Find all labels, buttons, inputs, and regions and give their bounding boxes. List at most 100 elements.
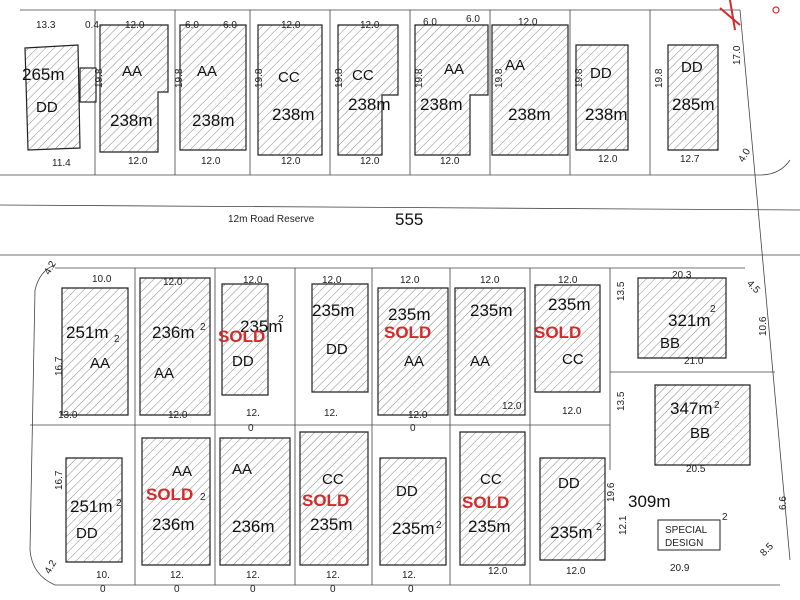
- dim: 0: [408, 584, 414, 595]
- dim: 12.: [324, 408, 338, 419]
- dim: 19.8: [94, 68, 105, 88]
- lot-area: 236m: [152, 323, 195, 342]
- dim: 12.0: [168, 410, 188, 421]
- dim: 4.2: [43, 558, 60, 576]
- lot-labels: 265m DD AA 238m AA 238m CC 238m CC 238m …: [22, 57, 720, 542]
- lot-type: CC: [322, 471, 344, 488]
- dim: 12.1: [618, 515, 629, 535]
- lot-type: AA: [172, 463, 192, 480]
- dim: 6.0: [466, 14, 480, 25]
- dim: 12.0: [360, 20, 380, 31]
- dim: 12.0: [201, 156, 221, 167]
- lot-area: 321m: [668, 311, 711, 330]
- dim: 19.8: [494, 68, 505, 88]
- dim: 12.0: [480, 275, 500, 286]
- dim: 19.6: [606, 482, 617, 502]
- lot-type: DD: [232, 353, 254, 370]
- lot-area: 235m: [312, 301, 355, 320]
- lot-area-sup: 2: [710, 304, 716, 315]
- lot-area: 235m: [388, 305, 431, 324]
- dim: 13.3: [36, 20, 56, 31]
- dim: 12.0: [518, 17, 538, 28]
- dim: 12.0: [360, 156, 380, 167]
- lot-area: 235m: [548, 295, 591, 314]
- lot-area: 236m: [232, 517, 275, 536]
- dim: 0: [250, 584, 256, 595]
- lot-type: AA: [154, 365, 174, 382]
- lot-type: DD: [76, 525, 98, 542]
- lot-area: 265m: [22, 65, 65, 84]
- dim: 12.0: [281, 20, 301, 31]
- lot-type: AA: [232, 461, 252, 478]
- dim: 19.8: [174, 68, 185, 88]
- dim: 13.0: [58, 410, 78, 421]
- lot-area-sup: 2: [200, 492, 206, 503]
- lot-area: 251m: [70, 497, 113, 516]
- lot-area: 238m: [508, 105, 551, 124]
- lot-area-sup: 2: [116, 498, 122, 509]
- special-label-2: DESIGN: [665, 538, 703, 549]
- lot-area: 347m: [670, 399, 713, 418]
- sold-badge: SOLD: [302, 491, 349, 510]
- dim: 10.: [96, 570, 110, 581]
- dim: 12.0: [440, 156, 460, 167]
- dim: 0: [330, 584, 336, 595]
- lot-type: DD: [396, 483, 418, 500]
- sold-badge: SOLD: [146, 485, 193, 504]
- dim: 6.0: [423, 17, 437, 28]
- dim: 0: [100, 584, 106, 595]
- dim: 19.8: [654, 68, 665, 88]
- lot-area-sup: 2: [596, 522, 602, 533]
- special-design-box: SPECIAL DESIGN 309m 2: [628, 492, 728, 551]
- lot-area: 235m: [470, 301, 513, 320]
- lot-area: 235m: [550, 523, 593, 542]
- lot-type: AA: [470, 353, 490, 370]
- dim: 0: [410, 423, 416, 434]
- dimension-labels: 13.3 0.4 12.0 6.0 6.0 12.0 12.0 6.0 6.0 …: [36, 14, 789, 595]
- lot-area: 235m: [310, 515, 353, 534]
- dim: 21.0: [684, 356, 704, 367]
- dim: 4.5: [744, 278, 762, 296]
- dim: 13.5: [616, 391, 627, 411]
- lot-area: 251m: [66, 323, 109, 342]
- dim: 19.8: [254, 68, 265, 88]
- lot-area-sup: 2: [114, 334, 120, 345]
- lot-type: AA: [90, 355, 110, 372]
- dim: 12.0: [322, 275, 342, 286]
- dim: 19.8: [414, 68, 425, 88]
- sold-badge: SOLD: [534, 323, 581, 342]
- lot-type: BB: [690, 425, 710, 442]
- lot-area: 236m: [152, 515, 195, 534]
- sold-badge: SOLD: [462, 493, 509, 512]
- dim: 12.: [246, 570, 260, 581]
- dim: 10.0: [92, 274, 112, 285]
- lot-type: AA: [444, 61, 464, 78]
- dim: 12.7: [680, 154, 700, 165]
- road-number: 555: [395, 210, 423, 229]
- lot-type: DD: [36, 99, 58, 116]
- lot-area: 238m: [272, 105, 315, 124]
- dim: 12.0: [562, 406, 582, 417]
- dim: 12.0: [408, 410, 428, 421]
- lot-area: 238m: [585, 105, 628, 124]
- lot-type: DD: [590, 65, 612, 82]
- lot-type: AA: [122, 63, 142, 80]
- lot-area: 238m: [110, 111, 153, 130]
- dim: 12.0: [558, 275, 578, 286]
- lot-type: CC: [480, 471, 502, 488]
- dim: 19.8: [334, 68, 345, 88]
- corner-marker-icon: [719, 0, 780, 31]
- dim: 20.3: [672, 270, 692, 281]
- dim: 13.5: [616, 281, 627, 301]
- lot-type: BB: [660, 335, 680, 352]
- dim: 6.0: [185, 20, 199, 31]
- dim: 12.0: [502, 401, 522, 412]
- dim: 12.0: [598, 154, 618, 165]
- lot-area: 285m: [672, 95, 715, 114]
- dim: 12.0: [566, 566, 586, 577]
- lot-type: AA: [505, 57, 525, 74]
- dim: 12.0: [243, 275, 263, 286]
- lot-area-sup: 2: [200, 322, 206, 333]
- dim: 20.9: [670, 563, 690, 574]
- special-area-sup: 2: [722, 512, 728, 523]
